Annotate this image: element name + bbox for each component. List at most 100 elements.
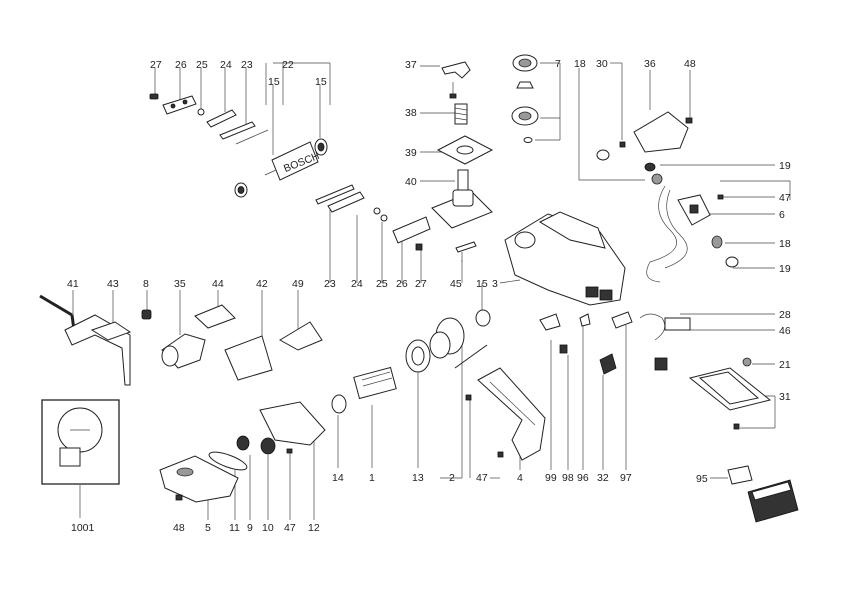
- label-18-top: 18: [574, 58, 586, 70]
- label-25-top: 25: [196, 59, 208, 71]
- part-97: [611, 311, 633, 329]
- bearing-15-left: [234, 182, 248, 198]
- planer-drum-22: BOSCH: [264, 141, 321, 181]
- brush-holder-13: [405, 339, 431, 373]
- rod: [454, 344, 488, 369]
- label-1001: 1001: [71, 522, 95, 534]
- planer-blades-23-top: [219, 121, 269, 145]
- label-97: 97: [620, 472, 632, 484]
- label-27: 27: [415, 278, 427, 290]
- label-25: 25: [376, 278, 388, 290]
- label-95: [727, 465, 753, 485]
- label-42: 42: [256, 278, 268, 290]
- label-99: 99: [545, 472, 557, 484]
- part-32: [599, 353, 617, 375]
- label-37: 37: [405, 59, 417, 71]
- label-39: 39: [405, 147, 417, 159]
- label-38: 38: [405, 107, 417, 119]
- depth-lever-37: [441, 61, 471, 99]
- belt-11: [208, 451, 248, 471]
- blade-holder-24: [327, 191, 365, 213]
- clamp-plate-26: [162, 95, 197, 115]
- label-5: 5: [205, 522, 211, 534]
- part-18-top: [651, 173, 663, 185]
- label-26: 26: [396, 278, 408, 290]
- screw-47-lower: [497, 451, 504, 458]
- label-7: 7: [555, 58, 561, 70]
- label-49: 49: [292, 278, 304, 290]
- part-18-right: [711, 235, 723, 249]
- label-14: 14: [332, 472, 344, 484]
- inset-detail-1001: [41, 399, 120, 485]
- label-48-bottom: 48: [173, 522, 185, 534]
- label-95: 95: [696, 473, 708, 485]
- switch-6: [677, 194, 711, 226]
- blade-holder-24-top: [206, 109, 237, 128]
- electronics-28-46: [639, 313, 691, 371]
- label-15-c: 15: [476, 278, 488, 290]
- chip-ejector-35: [161, 333, 206, 369]
- screw-47-bottom: [286, 448, 293, 454]
- pulley-10: [260, 437, 276, 455]
- parts: BOSCH: [39, 54, 799, 523]
- screw-48-top: [685, 117, 693, 124]
- bearing-15-right: [314, 138, 328, 156]
- bearing-7: [511, 54, 539, 143]
- label-22: 22: [282, 59, 294, 71]
- label-11: 11: [229, 522, 240, 534]
- label-96: 96: [577, 472, 589, 484]
- label-48-top: 48: [684, 58, 696, 70]
- bearing-14: [331, 394, 347, 414]
- label-23: 23: [324, 278, 336, 290]
- label-41: 41: [67, 278, 79, 290]
- washer-25: [373, 207, 388, 222]
- clamp-plate-26: [392, 216, 431, 244]
- armature-1: [353, 366, 397, 400]
- label-40: 40: [405, 176, 417, 188]
- label-13: 13: [412, 472, 424, 484]
- belt-cover-12: [259, 401, 326, 446]
- label-35: 35: [174, 278, 186, 290]
- label-43: 43: [107, 278, 119, 290]
- part-21: [742, 357, 752, 367]
- label-45: 45: [450, 278, 462, 290]
- label-31: 31: [779, 391, 791, 403]
- housing-3: [504, 211, 626, 306]
- label-44: 44: [212, 278, 224, 290]
- screw-27: [415, 243, 423, 251]
- label-12: 12: [308, 522, 320, 534]
- cover-49: [279, 321, 323, 351]
- part-98: [559, 344, 568, 354]
- label-32: 32: [597, 472, 609, 484]
- label-27-top: 27: [150, 59, 162, 71]
- label-9: 9: [247, 522, 253, 534]
- label-10: 10: [262, 522, 274, 534]
- label-23-top: 23: [241, 59, 253, 71]
- part-19-top: [644, 162, 656, 172]
- label-18-right: 18: [779, 238, 791, 250]
- wiring: [646, 185, 677, 283]
- depth-adjuster-40: [431, 169, 493, 229]
- label-24-top: 24: [220, 59, 232, 71]
- label-28: 28: [779, 309, 791, 321]
- label-24: 24: [351, 278, 363, 290]
- pin-45: [455, 241, 477, 262]
- label-26-top: 26: [175, 59, 187, 71]
- part-96: [579, 313, 591, 327]
- shoe-42: [224, 335, 273, 381]
- label-4: 4: [517, 472, 523, 484]
- spring-38: [454, 103, 468, 125]
- screw-47-right: [717, 194, 724, 200]
- hex-key-41: [39, 294, 76, 331]
- planer-blade-23: [315, 184, 355, 205]
- screw-47-middle: [465, 394, 472, 401]
- label-19-right: 19: [779, 263, 791, 275]
- washer-30: [596, 149, 610, 161]
- label-19-top: 19: [779, 160, 791, 172]
- part-19-right: [725, 256, 739, 268]
- label-15-b: 15: [315, 76, 327, 88]
- battery-pack: [747, 479, 799, 523]
- plate-39: [436, 135, 494, 165]
- pulley-9: [236, 435, 250, 451]
